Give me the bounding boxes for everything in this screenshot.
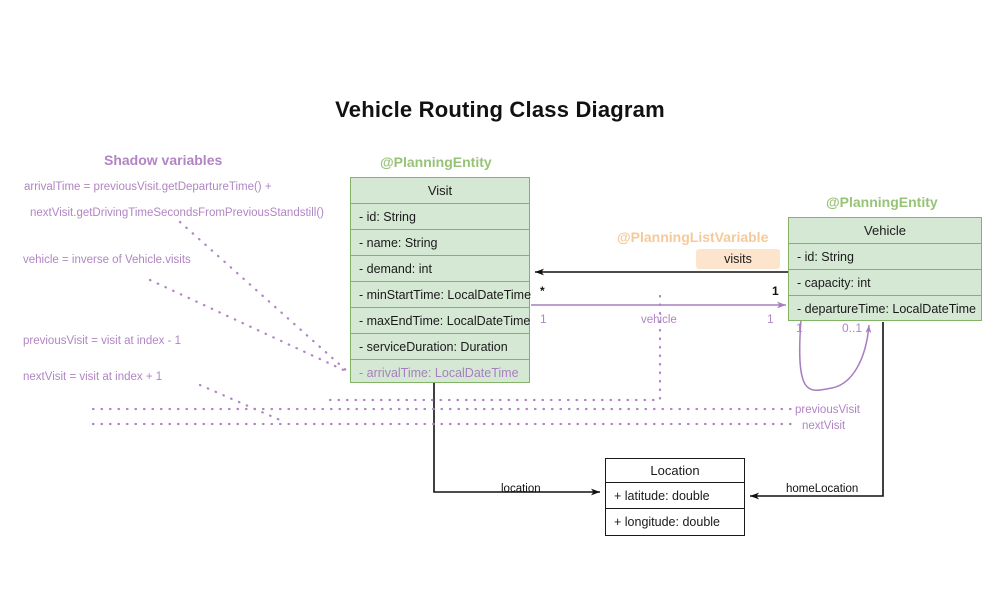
edge-label-nextvisit: nextVisit bbox=[802, 420, 846, 432]
edge-label-location: location bbox=[501, 483, 541, 495]
shadow-connector-arrival-diag bbox=[178, 220, 350, 374]
edge-mult-visits-left: * bbox=[540, 284, 545, 298]
page-title: Vehicle Routing Class Diagram bbox=[335, 97, 665, 122]
annotation-planning-list-variable: @PlanningListVariable bbox=[617, 229, 769, 245]
class-attr-visit-minstarttime: - minStartTime: LocalDateTime bbox=[351, 282, 531, 308]
class-attr-location-longitude: + longitude: double bbox=[614, 515, 720, 529]
class-box-vehicle[interactable]: Vehicle - id: String - capacity: int - d… bbox=[788, 217, 982, 321]
annotation-planning-entity-visit: @PlanningEntity bbox=[380, 154, 492, 170]
class-attr-visit-id: - id: String bbox=[351, 204, 529, 230]
shadow-variables-heading: Shadow variables bbox=[104, 152, 223, 168]
class-box-location[interactable]: Location + latitude: double + longitude:… bbox=[605, 458, 745, 536]
edge-mult-vehicle-right: 1 bbox=[767, 312, 774, 326]
class-attr-visit-maxendtime: - maxEndTime: LocalDateTime bbox=[351, 308, 530, 334]
shadow-connector-next-diag bbox=[198, 383, 282, 422]
class-name-vehicle: Vehicle bbox=[789, 218, 981, 244]
class-attr-visit-serviceduration: - serviceDuration: Duration bbox=[351, 334, 529, 360]
class-attr-location-latitude: + latitude: double bbox=[606, 483, 744, 509]
edge-mult-vehicle-self-right: 0..1 bbox=[842, 321, 863, 335]
edge-location bbox=[433, 383, 600, 496]
class-attr-visit-arrivaltime: - arrivalTime: LocalDateTime bbox=[359, 366, 519, 380]
shadow-note-previousvisit: previousVisit = visit at index - 1 bbox=[23, 335, 181, 347]
edge-mult-vehicle-self-left: 1 bbox=[796, 321, 803, 335]
shadow-note-nextvisit: nextVisit = visit at index + 1 bbox=[23, 371, 163, 383]
edge-label-vehicle: vehicle bbox=[641, 314, 677, 326]
class-name-visit: Visit bbox=[351, 178, 529, 204]
class-box-visit[interactable]: Visit - id: String - name: String - dema… bbox=[350, 177, 531, 383]
class-name-location: Location bbox=[606, 459, 744, 483]
shadow-note-vehicle: vehicle = inverse of Vehicle.visits bbox=[23, 254, 191, 266]
class-attr-vehicle-id: - id: String bbox=[789, 244, 981, 270]
class-attr-visit-name: - name: String bbox=[351, 230, 529, 256]
class-attr-vehicle-departuretime: - departureTime: LocalDateTime bbox=[797, 302, 977, 316]
edge-label-visits: visits bbox=[696, 249, 780, 269]
edge-mult-vehicle-left: 1 bbox=[540, 312, 547, 326]
class-attr-vehicle-capacity: - capacity: int bbox=[789, 270, 981, 296]
edge-label-homelocation: homeLocation bbox=[786, 483, 859, 495]
shadow-note-arrivaltime-2: nextVisit.getDrivingTimeSecondsFromPrevi… bbox=[30, 207, 324, 219]
annotation-planning-entity-vehicle: @PlanningEntity bbox=[826, 194, 938, 210]
edge-mult-visits-right: 1 bbox=[772, 284, 779, 298]
class-attr-visit-demand: - demand: int bbox=[351, 256, 529, 282]
shadow-connector-vehicle bbox=[148, 278, 352, 375]
edge-label-previousvisit: previousVisit bbox=[795, 404, 860, 416]
shadow-note-arrivaltime-1: arrivalTime = previousVisit.getDeparture… bbox=[24, 181, 272, 193]
